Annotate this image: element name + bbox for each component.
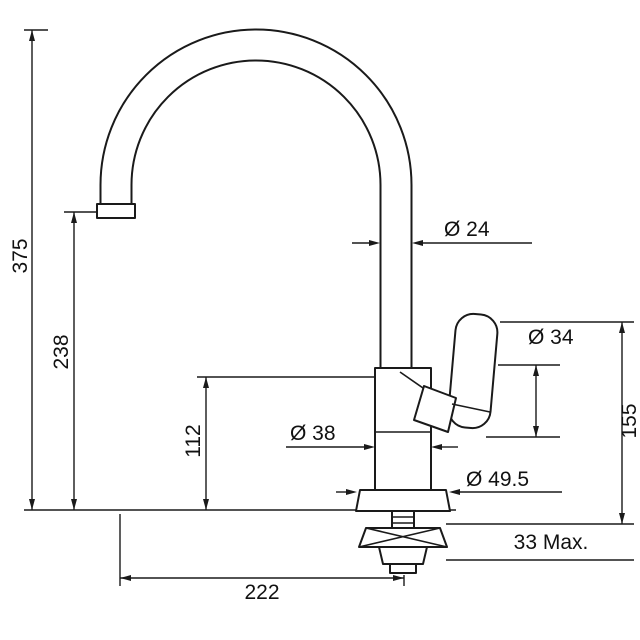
- mounting-nut: [378, 546, 428, 565]
- dim-right-height: 155: [500, 321, 640, 524]
- handle: [413, 312, 499, 433]
- dim-base-diameter: Ø 49.5: [336, 468, 562, 495]
- body-diameter-label: Ø 38: [290, 422, 336, 445]
- dim-body-diameter: Ø 38: [286, 422, 458, 450]
- dim-spout-diameter: Ø 24: [352, 218, 532, 246]
- dim-base-height: 112: [182, 376, 374, 510]
- shank-tip: [389, 563, 417, 574]
- dim-handle-diameter: Ø 34: [486, 326, 574, 438]
- base-diameter-label: Ø 49.5: [466, 468, 529, 491]
- spout-height-label: 238: [50, 334, 73, 369]
- spout-aerator: [96, 203, 136, 219]
- handle-diameter-label: Ø 34: [528, 326, 574, 349]
- faucet-body: [374, 367, 432, 493]
- spout-diameter-label: Ø 24: [444, 218, 490, 241]
- dim-reach: 222: [119, 514, 405, 604]
- dim-total-height: 375: [9, 29, 48, 510]
- dim-spout-height: 238: [50, 211, 96, 510]
- handle-joint: [413, 385, 457, 433]
- counter-thickness-label: 33 Max.: [514, 531, 589, 554]
- total-height-label: 375: [9, 238, 32, 273]
- reach-label: 222: [244, 581, 279, 604]
- base-flange: [355, 489, 451, 512]
- dim-counter-thickness: 33 Max.: [446, 523, 634, 561]
- right-height-label: 155: [618, 403, 640, 438]
- spout-tube-fill: [101, 30, 411, 374]
- mounting-hardware: [358, 510, 448, 574]
- faucet-outline: [24, 28, 499, 574]
- base-height-label: 112: [182, 424, 205, 457]
